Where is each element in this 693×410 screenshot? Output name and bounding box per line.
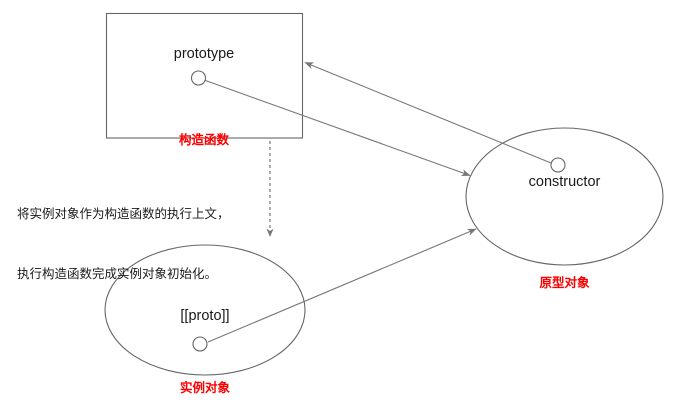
init-note-line-2: 执行构造函数完成实例对象初始化。 bbox=[17, 267, 218, 281]
edge-proto-to-prototype-object bbox=[207, 228, 477, 343]
constructor-label: constructor bbox=[528, 174, 601, 190]
constructor-node-dot[interactable] bbox=[550, 157, 566, 173]
proto-node-dot[interactable] bbox=[192, 336, 208, 352]
proto-label: [[proto]] bbox=[180, 308, 230, 324]
prototype-object-ellipse bbox=[465, 127, 664, 266]
constructor-function-red-label: 构造函数 bbox=[178, 133, 229, 147]
init-note: 将实例对象作为构造函数的执行上文， 执行构造函数完成实例对象初始化。 bbox=[17, 164, 230, 324]
prototype-label: prototype bbox=[173, 46, 235, 62]
prototype-object-red-label: 原型对象 bbox=[539, 276, 590, 290]
edge-prototype-to-prototype-object bbox=[205, 79, 471, 177]
prototype-node-dot[interactable] bbox=[190, 70, 207, 86]
edge-constructor-to-constructor-function bbox=[304, 61, 552, 164]
init-note-line-1: 将实例对象作为构造函数的执行上文， bbox=[17, 207, 230, 221]
constructor-function-rect bbox=[105, 12, 304, 139]
instance-object-red-label: 实例对象 bbox=[179, 381, 230, 395]
instance-object-ellipse bbox=[104, 244, 306, 376]
